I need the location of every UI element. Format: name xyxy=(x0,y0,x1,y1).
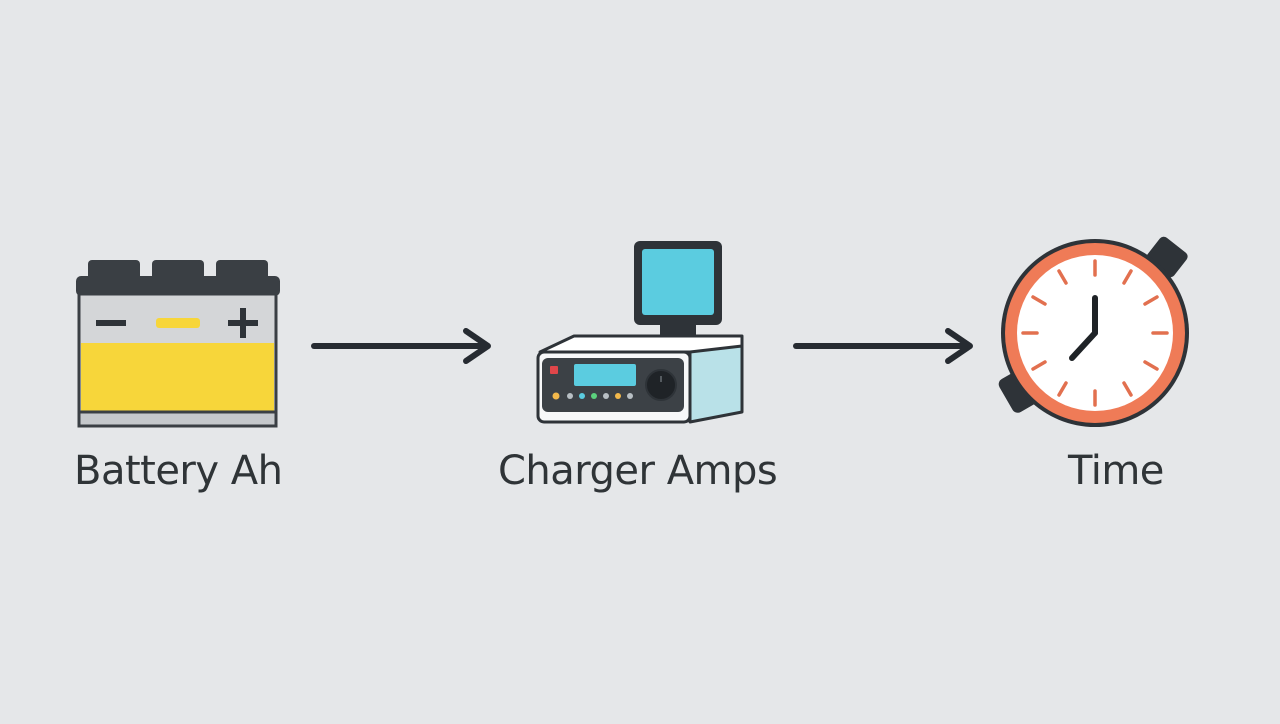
battery-icon xyxy=(76,260,280,428)
charger-display xyxy=(574,364,636,386)
charger-side xyxy=(688,344,744,424)
battery-base xyxy=(77,410,278,428)
arrow-right-icon xyxy=(311,328,491,364)
charger-screen xyxy=(642,249,714,315)
stopwatch-hand-hour xyxy=(1069,330,1098,361)
stopwatch-icon xyxy=(998,236,1189,427)
node-label-time: Time xyxy=(1068,448,1164,494)
charger-icon xyxy=(536,241,744,424)
battery-indicator xyxy=(156,318,200,328)
charger-knob xyxy=(645,369,677,401)
node-label-battery: Battery Ah xyxy=(74,448,283,494)
battery-charge-fill xyxy=(81,343,274,411)
arrow-right-icon xyxy=(793,328,973,364)
charger-led-red xyxy=(550,366,558,374)
battery-minus-icon xyxy=(96,320,126,326)
battery-lid xyxy=(76,276,280,296)
node-label-charger: Charger Amps xyxy=(498,448,778,494)
stopwatch-ticks xyxy=(1021,259,1169,407)
